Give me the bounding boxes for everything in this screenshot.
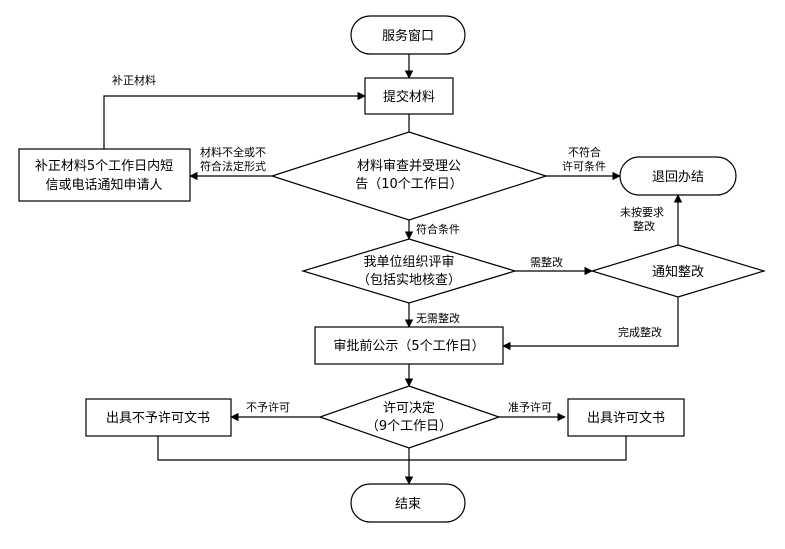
edge-supplement-back-to-submit [103,91,366,149]
grant-document-box [567,398,685,437]
submit-materials-box [364,77,454,115]
edge-label-not-qualified-line2: 许可条件 [562,159,606,173]
notify-fix-diamond [589,244,767,298]
supplement-notify-box [18,148,191,202]
end-terminal-label: 结束 [395,497,421,512]
edge-label-supplement-back: 补正材料 [112,73,156,87]
return-terminal-label: 退回办结 [652,170,704,185]
supplement-notify-label-line1: 补正材料5个工作日内短 [35,158,173,174]
publicity-box [314,326,504,365]
license-decision-label-line2: （9个工作日） [366,419,452,434]
edge-label-fix-required-line2: 整改 [633,219,655,233]
review-decision-diamond [270,131,548,221]
start-terminal-label: 服务窗口 [382,28,434,44]
edge-label-qualified: 符合条件 [416,222,460,236]
evaluate-decision-diamond [300,238,518,304]
return-terminal [619,156,737,196]
edge-label-incomplete-line1: 材料不全或不 [200,145,266,159]
edge-label-not-qualified-line1: 不符合 [568,145,601,159]
submit-materials-label: 提交材料 [383,89,435,105]
evaluate-decision-label-line1: 我单位组织评审 [363,255,454,270]
notify-fix-label: 通知整改 [652,264,704,280]
deny-document-box [85,398,232,437]
publicity-label: 审批前公示（5个工作日） [333,338,484,354]
license-decision-diamond [318,385,501,449]
edge-label-no-fix: 无需整改 [416,311,460,325]
review-decision-label-line2: 告（10个工作日） [355,177,463,192]
edge-label-grant: 准予许可 [508,401,552,414]
evaluate-decision-label-line2: （包括实地核查） [357,273,461,288]
edge-label-incomplete-line2: 符合法定形式 [200,159,266,173]
edge-label-deny: 不予许可 [246,401,290,414]
end-terminal [350,483,466,523]
grant-document-label: 出具许可文书 [587,411,665,426]
edge-deny-down [157,436,409,461]
edge-label-fix-done: 完成整改 [618,325,662,339]
supplement-notify-label-line2: 信或电话通知申请人 [45,177,162,193]
edge-grant-down [409,436,627,461]
start-terminal [350,15,466,55]
edge-notify-to-publicity [502,297,679,351]
edge-label-fix-required-line1: 未按要求 [620,205,664,219]
edge-label-needs-fix: 需整改 [530,255,563,269]
review-decision-label-line1: 材料审查并受理公 [357,159,461,174]
deny-document-label: 出具不予许可文书 [106,411,210,426]
license-decision-label-line1: 许可决定 [383,401,435,416]
